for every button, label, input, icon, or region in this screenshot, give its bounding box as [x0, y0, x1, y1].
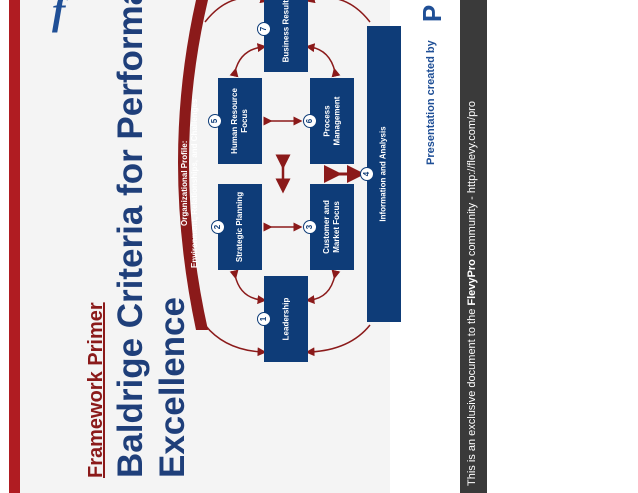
box-hr-label-1: Human Resource — [230, 88, 240, 154]
badge-4: 4 — [360, 167, 374, 181]
footer-suffix: community - http://flevy.com/pro — [466, 101, 478, 260]
org-profile-label: Organizational Profile: Environment, Rel… — [180, 0, 208, 493]
box-leadership-label: Leadership — [281, 297, 290, 341]
left-strip — [0, 0, 9, 493]
footer-note: This is an exclusive document to the Fle… — [466, 101, 478, 486]
loop-arc-top — [204, 0, 270, 23]
box-process-label-2: Management — [332, 96, 341, 146]
org-profile-title: Organizational Profile: — [180, 140, 189, 226]
arrow-leadership-strategic — [229, 269, 267, 305]
arrow-process-results — [305, 43, 341, 78]
box-leadership: Leadership — [264, 276, 308, 362]
box-results-label: Business Results — [281, 0, 291, 63]
org-profile-band — [178, 0, 208, 330]
box-customer-label-2: Market Focus — [332, 201, 342, 253]
badge-7: 7 — [257, 22, 271, 36]
org-profile-subtitle: Environment, Relationships, and Challeng… — [190, 98, 199, 268]
right-margin — [487, 0, 638, 493]
badge-6: 6 — [303, 114, 317, 128]
box-human-resource: Human Resource Focus — [218, 78, 262, 164]
credit-text: Presentation created by — [425, 40, 437, 165]
flevy-p-logo-icon: P — [417, 4, 448, 23]
loop-arc-bottom-right — [305, 324, 371, 357]
footer-brand: FlevyPro — [466, 259, 478, 306]
box-strategic-planning: Strategic Planning — [218, 184, 262, 270]
box-process-label-1: Process — [322, 105, 331, 137]
flevy-logo-icon: f — [52, 0, 66, 33]
box-hr-label-2: Focus — [240, 109, 250, 133]
box-business-results: Business Results — [264, 0, 308, 72]
loop-arc-top-right — [305, 0, 371, 23]
footer-prefix: This is an exclusive document to the — [466, 305, 478, 486]
box-information-label: Information and Analysis — [379, 126, 388, 222]
badge-1: 1 — [257, 312, 271, 326]
badge-3: 3 — [303, 220, 317, 234]
arrow-hr-results — [229, 43, 267, 78]
accent-bar — [9, 0, 20, 493]
loop-arc-bottom — [204, 324, 267, 357]
arrow-leadership-customer — [305, 269, 341, 305]
box-customer-market: Customer and Market Focus — [310, 184, 354, 270]
box-process-management: Process Management — [310, 78, 354, 164]
credit-area — [390, 0, 460, 493]
badge-2: 2 — [211, 220, 225, 234]
box-customer-label-1: Customer and — [322, 200, 332, 254]
box-strategic-label: Strategic Planning — [235, 191, 245, 263]
badge-5: 5 — [208, 114, 222, 128]
footer-band — [460, 0, 487, 493]
